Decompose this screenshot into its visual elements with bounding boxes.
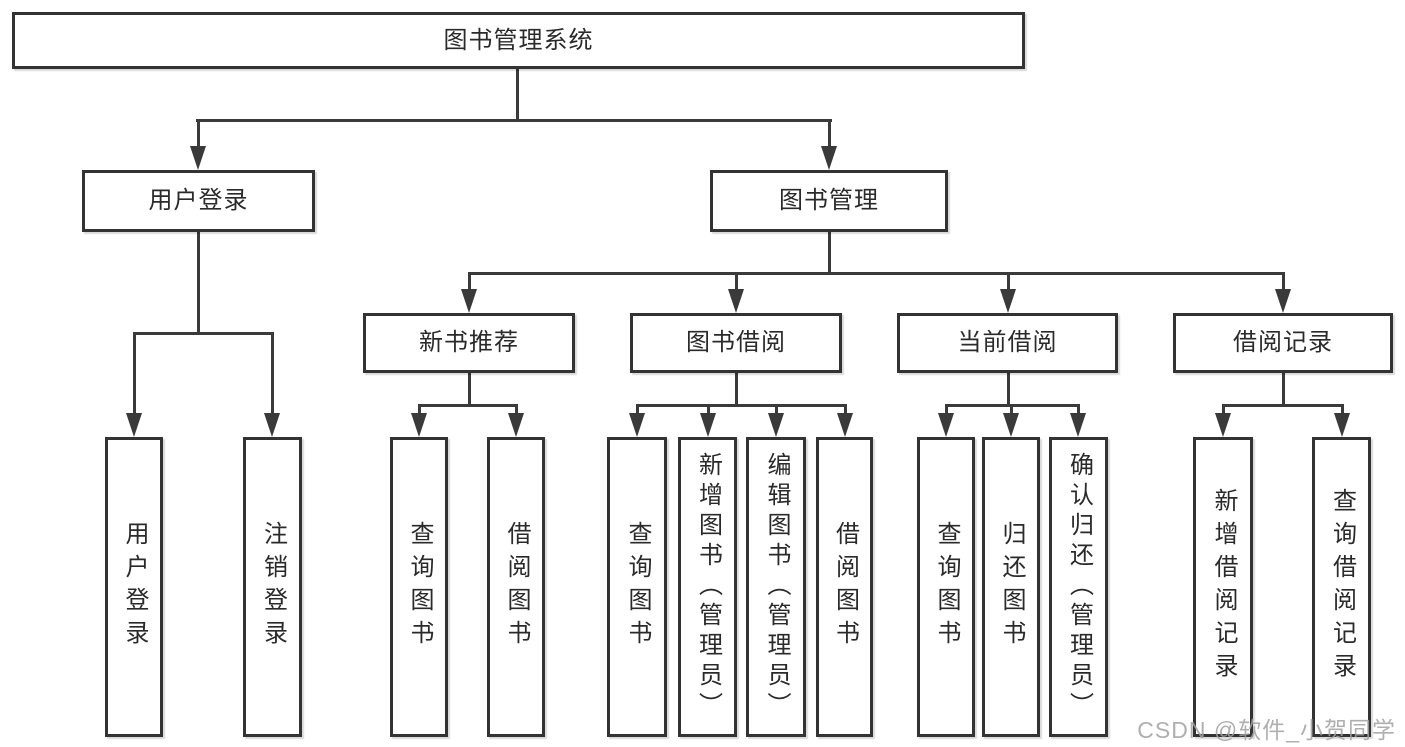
connector-line <box>734 273 738 295</box>
arrow-down-icon <box>411 413 427 437</box>
node-leaf-user-login: 用户登录 <box>105 437 163 737</box>
connector-line <box>1281 373 1285 406</box>
connector-line <box>706 405 710 419</box>
connector-line <box>417 403 518 407</box>
node-label: 查询图书 <box>624 521 651 653</box>
node-leaf-logout: 注销登录 <box>243 437 302 737</box>
arrow-down-icon <box>126 413 142 437</box>
connector-line <box>734 373 738 406</box>
arrow-down-icon <box>1003 413 1019 437</box>
node-root: 图书管理系统 <box>12 12 1025 69</box>
node-leaf-add-borrow-record: 新增借阅记录 <box>1193 437 1253 737</box>
node-label: 借阅图书 <box>831 521 859 653</box>
node-label: 新增图书（管理员） <box>694 452 722 722</box>
arrow-down-icon <box>821 146 837 170</box>
connector-line <box>1340 405 1344 419</box>
node-label: 图书借阅 <box>686 329 786 356</box>
connector-line <box>1009 405 1013 419</box>
connector-line <box>417 405 421 419</box>
arrow-down-icon <box>461 289 477 313</box>
connector-line <box>1281 273 1285 295</box>
node-user-login: 用户登录 <box>82 170 315 232</box>
node-new-book-recommend: 新书推荐 <box>363 313 575 373</box>
connector-line <box>1076 405 1080 419</box>
connector-line <box>195 118 832 122</box>
csdn-watermark: CSDN @软件_小贺同学 <box>1137 717 1396 743</box>
connector-line <box>515 69 519 121</box>
connector-line <box>514 405 518 419</box>
arrow-down-icon <box>700 413 716 437</box>
node-current-borrow: 当前借阅 <box>897 313 1118 373</box>
node-leaf-query-books: 查询图书 <box>390 437 448 737</box>
connector-line <box>1006 273 1010 295</box>
connector-line <box>843 405 847 419</box>
arrow-down-icon <box>728 289 744 313</box>
arrow-down-icon <box>768 413 784 437</box>
node-label: 编辑图书（管理员） <box>763 452 790 722</box>
connector-line <box>944 405 948 419</box>
node-leaf-edit-book-admin: 编辑图书（管理员） <box>746 437 806 737</box>
node-label: 注销登录 <box>259 521 287 653</box>
node-leaf-return-book: 归还图书 <box>982 437 1040 737</box>
node-leaf-borrow-books: 借阅图书 <box>816 437 873 737</box>
node-label: 新书推荐 <box>419 329 519 356</box>
node-label: 确认归还（管理员） <box>1065 452 1093 722</box>
node-leaf-borrow-books: 借阅图书 <box>487 437 545 737</box>
arrow-down-icon <box>1000 289 1016 313</box>
arrow-down-icon <box>629 413 645 437</box>
connector-line <box>196 232 200 334</box>
node-label: 用户登录 <box>148 187 249 214</box>
node-leaf-query-borrow-record: 查询借阅记录 <box>1312 437 1371 737</box>
connector-line <box>467 373 471 406</box>
node-label: 查询图书 <box>406 521 433 653</box>
node-label: 借阅记录 <box>1233 329 1333 356</box>
node-label: 图书管理 <box>779 187 879 214</box>
connector-line <box>635 405 639 419</box>
connector-line <box>270 333 274 419</box>
connector-line <box>774 405 778 419</box>
connector-line <box>467 271 1285 275</box>
arrow-down-icon <box>508 413 524 437</box>
connector-line <box>132 331 274 335</box>
connector-line <box>827 232 831 274</box>
node-leaf-query-books: 查询图书 <box>607 437 667 737</box>
node-label: 用户登录 <box>121 521 148 653</box>
connector-line <box>1221 405 1225 419</box>
node-label: 归还图书 <box>998 521 1025 653</box>
arrow-down-icon <box>837 413 853 437</box>
node-book-management: 图书管理 <box>710 170 948 232</box>
connector-line <box>1221 403 1344 407</box>
connector-line <box>635 403 847 407</box>
node-label: 查询图书 <box>933 521 960 653</box>
connector-line <box>1006 373 1010 406</box>
node-label: 借阅图书 <box>503 521 530 653</box>
connector-line <box>196 120 200 152</box>
node-label: 当前借阅 <box>957 329 1058 356</box>
arrow-down-icon <box>1275 289 1291 313</box>
arrow-down-icon <box>1334 413 1350 437</box>
arrow-down-icon <box>190 146 206 170</box>
arrow-down-icon <box>938 413 954 437</box>
node-leaf-confirm-return-admin: 确认归还（管理员） <box>1049 437 1108 737</box>
arrow-down-icon <box>1215 413 1231 437</box>
connector-line <box>132 333 136 419</box>
node-book-borrow: 图书借阅 <box>630 313 842 373</box>
node-leaf-add-book-admin: 新增图书（管理员） <box>678 437 737 737</box>
connector-line <box>827 120 831 152</box>
arrow-down-icon <box>1070 413 1086 437</box>
node-label: 新增借阅记录 <box>1210 488 1237 686</box>
connector-line <box>467 273 471 295</box>
node-leaf-query-books: 查询图书 <box>917 437 975 737</box>
node-borrow-records: 借阅记录 <box>1173 313 1393 373</box>
node-label: 查询借阅记录 <box>1328 488 1356 686</box>
node-label: 图书管理系统 <box>443 26 594 54</box>
arrow-down-icon <box>264 413 280 437</box>
